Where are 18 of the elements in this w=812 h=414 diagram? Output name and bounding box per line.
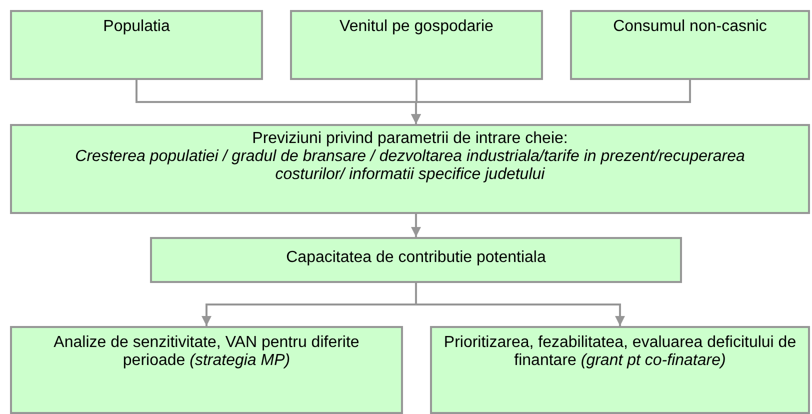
arrow [411,214,421,237]
process-box [570,10,810,80]
arrow [415,283,625,326]
box-body: Cresterea populatiei / gradul de bransare / dezvoltarea industriala/tarife in prezent/recuperarea costurilor/ informatii specifice judetului [74,148,746,184]
process-box [10,326,403,414]
box-text: Populatia [103,18,170,36]
process-box [430,326,810,414]
box-text: Previziuni privind parametrii de intrare cheie: [252,130,568,148]
box-text: Analize de senzitivitate, VAN pentru diferite perioade (strategia MP) [52,334,360,370]
process-box [10,124,810,214]
process-box [150,237,682,283]
box-text: Capacitatea de contributie potentiala [286,249,546,267]
box-text: Prioritizarea, fezabilitatea, evaluarea deficitului de finantare (grant pt co-finatare) [442,334,798,370]
box-text: Consumul non-casnic [613,18,767,36]
process-box [10,10,263,80]
arrow [411,80,691,124]
process-box [290,10,543,80]
box-text: Venitul pe gospodarie [340,18,494,36]
